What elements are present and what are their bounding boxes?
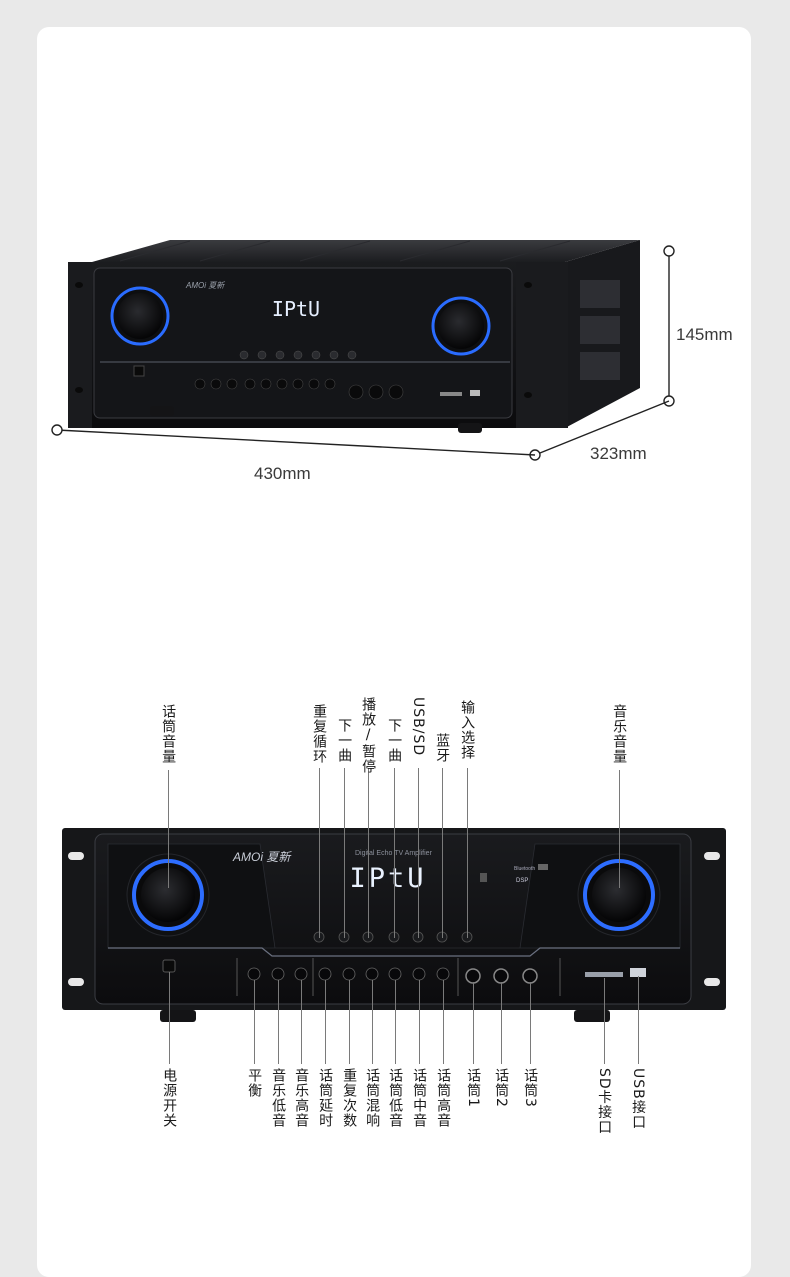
label-mic-treble: 话筒高音 — [435, 1068, 452, 1128]
front-display-text: IPtU — [349, 863, 426, 894]
label-music-treble: 音乐高音 — [293, 1068, 310, 1128]
label-mic1: 话筒1 — [465, 1068, 482, 1108]
label-music-bass: 音乐低音 — [270, 1068, 287, 1128]
svg-text:Bluetooth: Bluetooth — [514, 866, 535, 872]
label-mic-mid: 话筒中音 — [411, 1068, 428, 1128]
height-dimension: 145mm — [676, 325, 733, 344]
usb-port[interactable] — [630, 968, 646, 977]
content-card — [37, 27, 751, 1277]
depth-dimension: 323mm — [590, 444, 647, 463]
label-repeat-count: 重复次数 — [341, 1068, 358, 1128]
label-balance: 平衡 — [246, 1068, 263, 1098]
label-prev: 下一曲 — [336, 718, 353, 763]
label-mic-bass: 话筒低音 — [387, 1068, 404, 1128]
label-next: 下一曲 — [386, 718, 403, 763]
model-line: Digital Echo TV Amplifier — [355, 850, 433, 857]
label-input-select: 输入选择 — [459, 700, 476, 760]
label-play-pause: 播放/暂停 — [360, 697, 377, 774]
width-dimension: 430mm — [254, 464, 311, 483]
label-music-volume: 音乐音量 — [611, 704, 628, 764]
sd-slot[interactable] — [585, 972, 623, 977]
label-power: 电源开关 — [161, 1068, 178, 1128]
label-mic3: 话筒3 — [522, 1068, 539, 1108]
label-repeat: 重复循环 — [311, 704, 328, 764]
label-usb-port: USB接口 — [630, 1068, 647, 1130]
power-switch[interactable] — [162, 959, 176, 973]
label-usb-sd: USB/SD — [410, 697, 427, 757]
amplifier-perspective-view: IPtU AMOi 夏新 — [51, 240, 675, 461]
label-bluetooth: 蓝牙 — [434, 733, 451, 763]
label-mic2: 话筒2 — [493, 1068, 510, 1108]
svg-text:DSP: DSP — [516, 878, 528, 884]
brand-logo: AMOi 夏新 — [232, 850, 292, 864]
lid-top — [92, 240, 640, 262]
label-mic-reverb: 话筒混响 — [364, 1068, 381, 1128]
label-sd-port: SD卡接口 — [596, 1068, 613, 1135]
display-text: IPtU — [272, 297, 320, 321]
label-mic-volume: 话筒音量 — [160, 704, 177, 764]
brand-logo-small: AMOi 夏新 — [185, 281, 225, 290]
label-mic-delay: 话筒延时 — [317, 1068, 334, 1128]
